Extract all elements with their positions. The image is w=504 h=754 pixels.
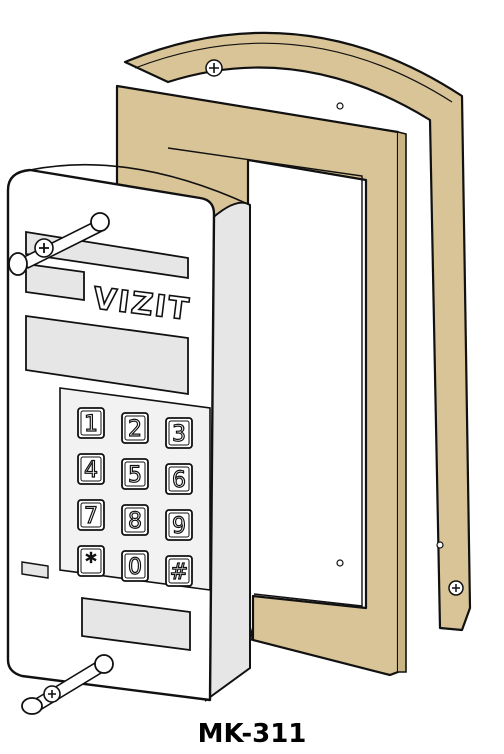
key-face — [121, 458, 149, 490]
side-slot — [21, 561, 49, 579]
key-8[interactable]: 8 — [121, 504, 149, 536]
screw-cap — [8, 252, 28, 276]
keypad: 1 2 3 4 5 6 7 8 9 * 0 # — [77, 407, 193, 587]
key-label: * — [86, 550, 97, 575]
key-label: 1 — [84, 412, 98, 437]
key-face — [121, 550, 149, 582]
key-face — [121, 412, 149, 444]
frame-hole — [436, 541, 444, 549]
key-face — [165, 463, 193, 495]
bottom-window — [81, 596, 191, 652]
key-face — [77, 545, 105, 577]
key-face — [77, 499, 105, 531]
key-label: 5 — [128, 463, 142, 488]
key-inner-bevel — [124, 553, 146, 579]
hood-inner-edge — [134, 42, 453, 103]
screw-icon — [34, 238, 54, 258]
key-3[interactable]: 3 — [165, 417, 193, 449]
key-label: 2 — [128, 417, 142, 442]
key-inner-bevel — [168, 558, 190, 584]
key-label: 3 — [172, 422, 186, 447]
key-inner-bevel — [80, 456, 102, 482]
top-screw-assembly — [8, 212, 110, 276]
key-inner-bevel — [80, 410, 102, 436]
panel-side — [204, 201, 251, 702]
key-inner-bevel — [124, 415, 146, 441]
key-face — [77, 407, 105, 439]
key-label: 9 — [172, 514, 186, 539]
frame-window-edge — [167, 147, 363, 607]
panel-top-edge — [29, 163, 251, 206]
bottom-screw-assembly — [21, 654, 114, 715]
key-label: 0 — [128, 555, 142, 580]
key-inner-bevel — [168, 466, 190, 492]
key-2[interactable]: 2 — [121, 412, 149, 444]
key-0[interactable]: 0 — [121, 550, 149, 582]
key-face — [165, 555, 193, 587]
key-star[interactable]: * — [77, 545, 105, 577]
display-window-main — [25, 314, 189, 396]
display-window-small — [25, 262, 85, 302]
key-label: 6 — [172, 468, 186, 493]
key-face — [165, 417, 193, 449]
key-9[interactable]: 9 — [165, 509, 193, 541]
frame-hole — [336, 559, 344, 567]
hood-screw-lower — [448, 580, 464, 596]
key-inner-bevel — [124, 461, 146, 487]
key-face — [165, 509, 193, 541]
key-label: # — [170, 560, 188, 585]
key-6[interactable]: 6 — [165, 463, 193, 495]
screw-cap — [21, 697, 43, 715]
screw-icon — [43, 685, 61, 703]
key-label: 8 — [128, 509, 142, 534]
key-1[interactable]: 1 — [77, 407, 105, 439]
key-inner-bevel — [124, 507, 146, 533]
key-inner-bevel — [80, 548, 102, 574]
key-face — [121, 504, 149, 536]
key-hash[interactable]: # — [165, 555, 193, 587]
key-label: 7 — [84, 504, 98, 529]
hood-screw — [205, 59, 223, 77]
frame-hole — [336, 102, 344, 110]
key-7[interactable]: 7 — [77, 499, 105, 531]
model-caption: MK-311 — [197, 719, 307, 749]
key-inner-bevel — [80, 502, 102, 528]
screw-hole — [94, 654, 114, 674]
key-4[interactable]: 4 — [77, 453, 105, 485]
key-face — [77, 453, 105, 485]
key-label: 4 — [84, 458, 98, 483]
key-inner-bevel — [168, 420, 190, 446]
key-5[interactable]: 5 — [121, 458, 149, 490]
key-inner-bevel — [168, 512, 190, 538]
screw-hole — [90, 212, 110, 232]
frame-side-edge — [397, 131, 407, 673]
